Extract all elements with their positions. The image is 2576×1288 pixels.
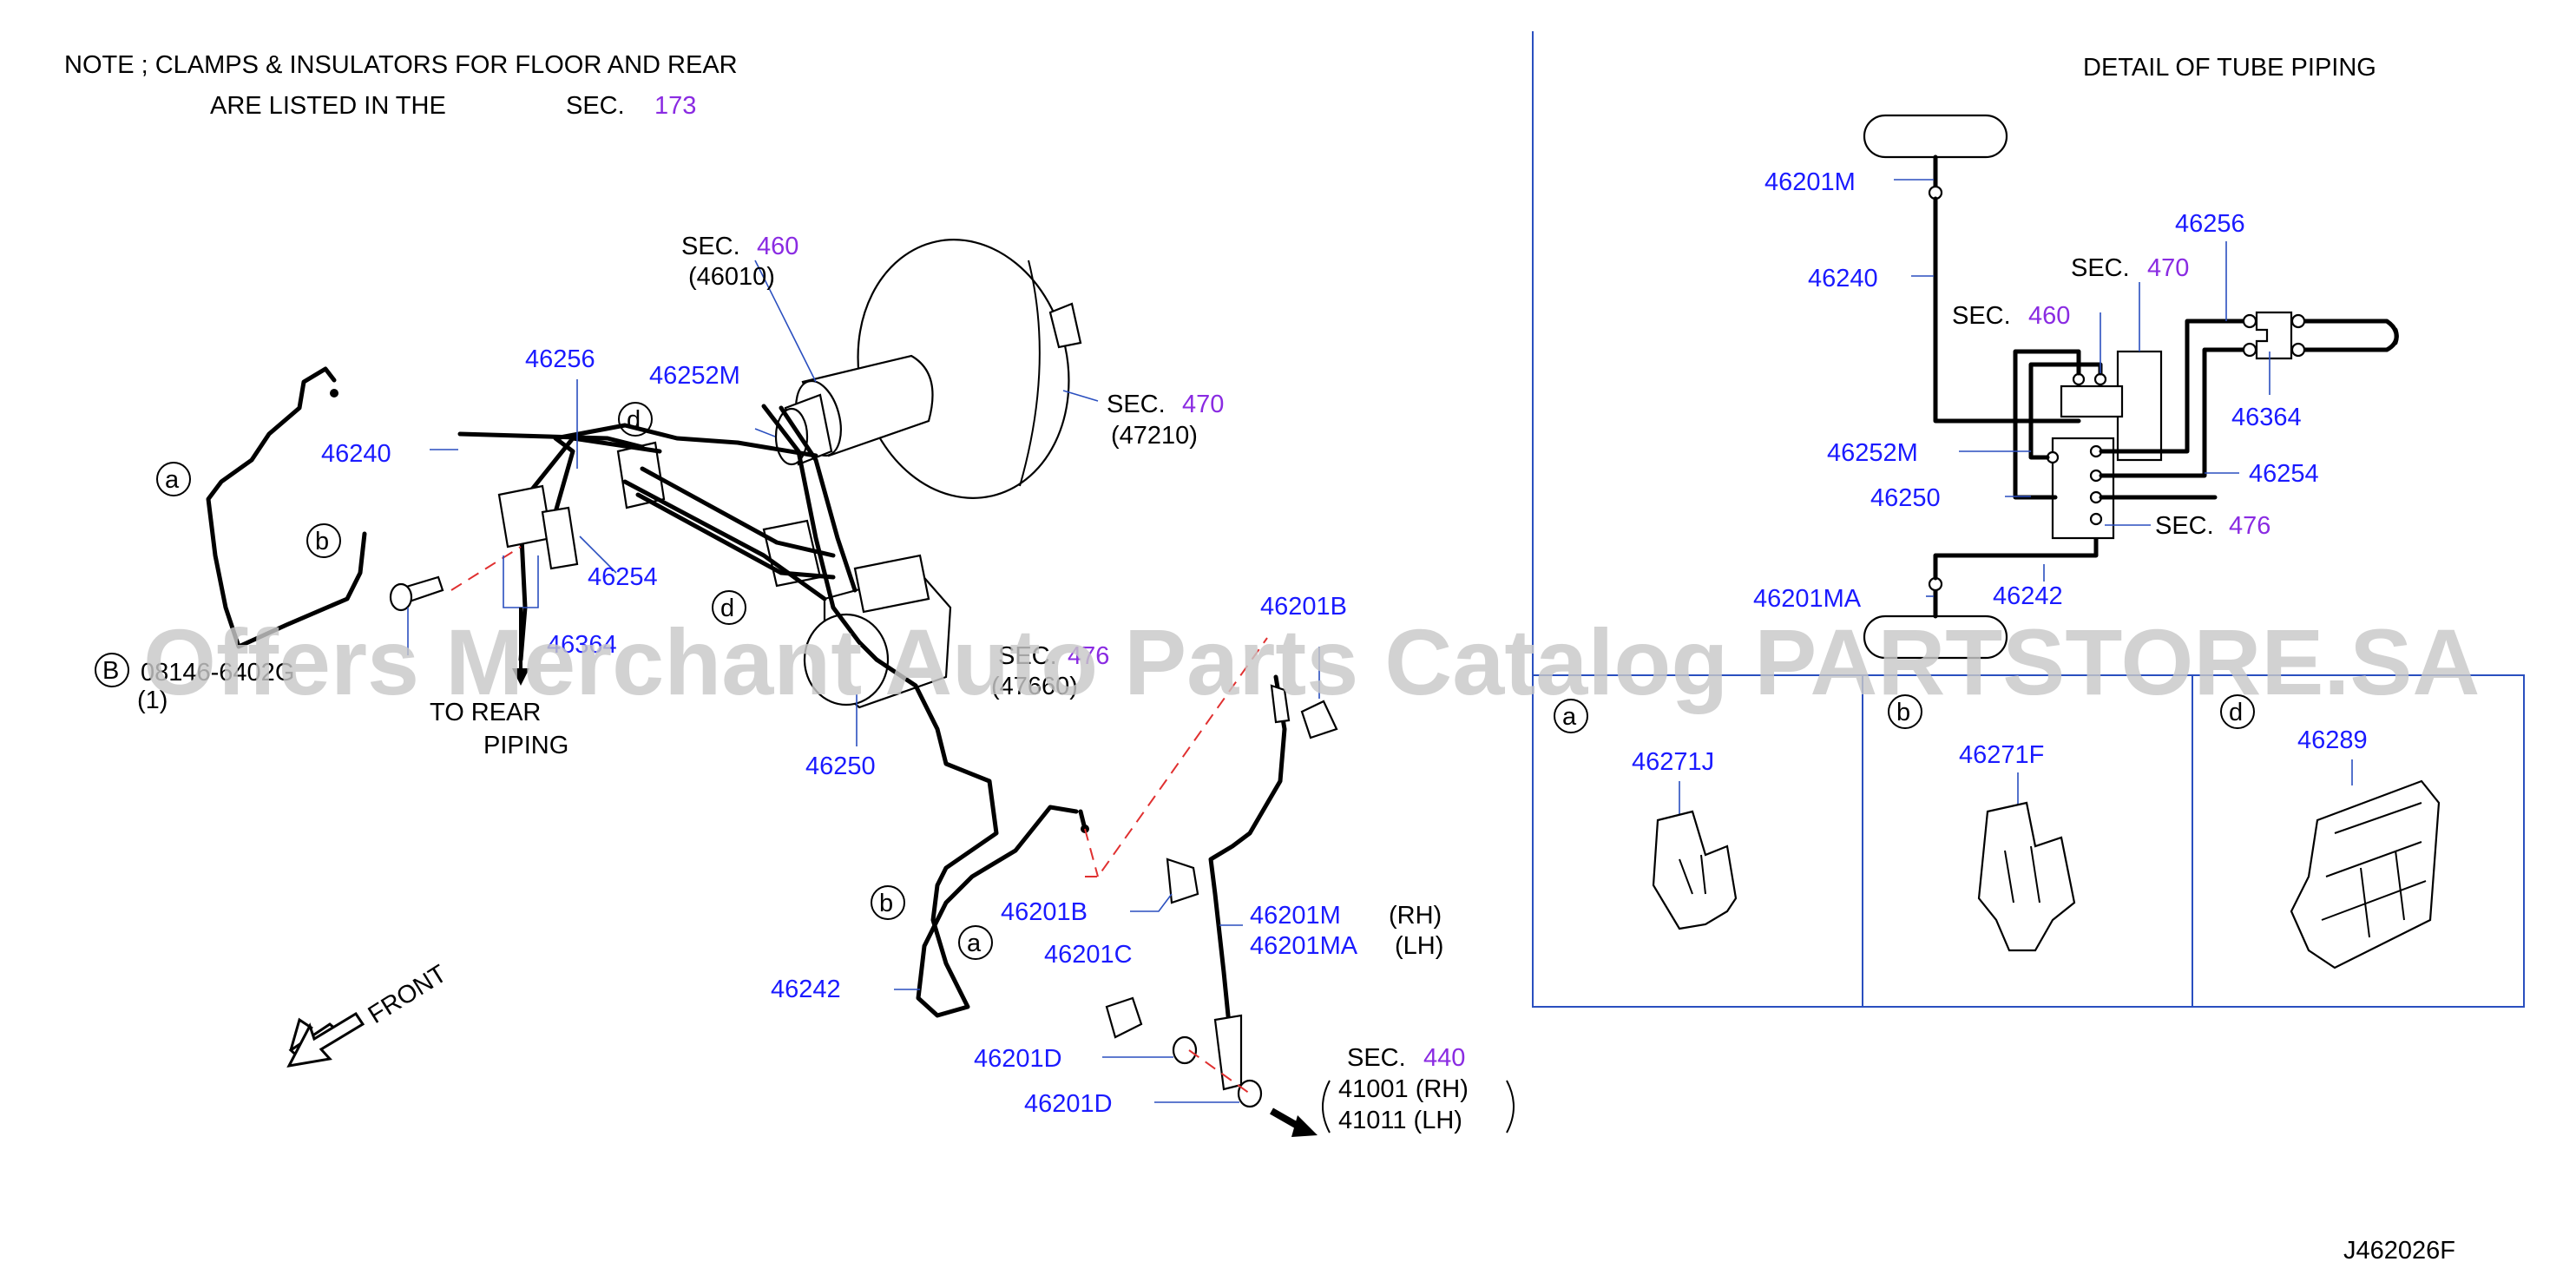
drawing-code: J462026F	[2343, 1237, 2455, 1265]
sec470-sub: (47210)	[1111, 422, 1198, 450]
detail-sec460-number[interactable]: 460	[2028, 302, 2070, 330]
sec460-number[interactable]: 460	[757, 233, 798, 260]
part-46252M[interactable]: 46252M	[649, 362, 740, 390]
clip-box-d-letter: d	[2229, 699, 2243, 726]
clip-letter-b-2: b	[879, 890, 893, 917]
detail-part-46250[interactable]: 46250	[1870, 484, 1941, 512]
detail-part-46364[interactable]: 46364	[2231, 404, 2302, 431]
detail-sec476-label: SEC.	[2155, 512, 2214, 540]
part-46240[interactable]: 46240	[321, 440, 391, 468]
sec470-label: SEC.	[1107, 391, 1166, 418]
clip-letter-d-1: d	[627, 406, 641, 434]
abs-actuator-illustration	[616, 441, 952, 709]
clip-callouts: a b d d b a B	[95, 402, 993, 960]
part-46201D-lower[interactable]: 46201D	[1024, 1090, 1113, 1118]
sec476-number[interactable]: 476	[1068, 642, 1109, 670]
lh-label: (LH)	[1395, 932, 1443, 960]
sec440-number[interactable]: 440	[1423, 1044, 1465, 1072]
dashed-reference-lines	[450, 546, 1268, 1094]
detail-master-cylinder	[2116, 350, 2163, 462]
clip-letter-d-2: d	[720, 595, 734, 622]
sec440-label: SEC.	[1347, 1044, 1406, 1072]
clip-panel: a 46271J b 46271F d 46289	[1532, 674, 2525, 1008]
sec476-label: SEC.	[998, 642, 1057, 670]
main-brake-tubes	[206, 366, 1287, 1070]
clip-box-b: b 46271F	[1888, 694, 2076, 952]
note-block: NOTE ; CLAMPS & INSULATORS FOR FLOOR AND…	[64, 51, 738, 120]
rh-label: (RH)	[1389, 902, 1442, 930]
clip-box-a-letter: a	[1562, 703, 1577, 731]
bolt-illustration	[389, 575, 444, 612]
bolt-ref-letter: B	[102, 657, 119, 685]
brake-hose-illustration	[1105, 684, 1338, 1108]
part-46201M[interactable]: 46201M	[1250, 902, 1341, 930]
part-46201B-upper[interactable]: 46201B	[1260, 593, 1347, 621]
note-line-2: ARE LISTED IN THE	[210, 92, 446, 120]
detail-part-46201MA[interactable]: 46201MA	[1753, 585, 1862, 613]
clip-box-d: d 46289	[2220, 694, 2441, 969]
sec470-number[interactable]: 470	[1182, 391, 1224, 418]
watermark: Offers Merchant Auto Parts Catalog PARTS…	[143, 609, 2480, 714]
part-46201MA[interactable]: 46201MA	[1250, 932, 1358, 960]
clip-46271F-illustration	[1977, 801, 2076, 952]
detail-part-46240[interactable]: 46240	[1808, 265, 1878, 292]
detail-part-46242[interactable]: 46242	[1993, 582, 2063, 610]
clip-46271J[interactable]: 46271J	[1632, 748, 1714, 776]
detail-part-46252M[interactable]: 46252M	[1827, 439, 1918, 467]
part-46242[interactable]: 46242	[771, 976, 841, 1003]
clip-46289[interactable]: 46289	[2297, 726, 2368, 754]
to-rear-line-1: TO REAR	[430, 699, 541, 726]
note-line-1: NOTE ; CLAMPS & INSULATORS FOR FLOOR AND…	[64, 51, 738, 79]
bolt-part-number[interactable]: 08146-6402G	[141, 659, 294, 687]
connector-illustration	[497, 484, 579, 570]
note-sec-label: SEC.	[566, 92, 625, 120]
part-46254[interactable]: 46254	[588, 563, 658, 591]
note-sec-number[interactable]: 173	[654, 92, 696, 120]
detail-part-46254[interactable]: 46254	[2249, 460, 2319, 488]
detail-panel: DETAIL OF TUBE PIPING	[1532, 31, 2399, 675]
part-46201C[interactable]: 46201C	[1044, 941, 1133, 969]
clip-46271F[interactable]: 46271F	[1959, 741, 2044, 769]
clip-letter-a-2: a	[967, 930, 982, 957]
sec440-rh: 41001 (RH)	[1338, 1075, 1469, 1103]
sec460-sub: (46010)	[688, 263, 775, 291]
detail-sec460-label: SEC.	[1952, 302, 2011, 330]
clip-box-a: a 46271J	[1554, 699, 1738, 930]
detail-actuator	[2051, 437, 2115, 540]
detail-upper-tank	[1863, 114, 2008, 159]
bolt-qty: (1)	[137, 687, 168, 714]
part-46364[interactable]: 46364	[547, 631, 617, 659]
sec476-sub: (47660)	[991, 673, 1078, 700]
to-rear-line-2: PIPING	[483, 732, 568, 759]
clip-letter-b-1: b	[315, 528, 329, 555]
detail-part-46201M[interactable]: 46201M	[1764, 168, 1856, 196]
part-46201D-upper[interactable]: 46201D	[974, 1045, 1062, 1073]
detail-sec476-number[interactable]: 476	[2229, 512, 2270, 540]
main-labels: SEC. 460 (46010) 46256 46252M 46240 4625…	[137, 233, 1515, 1134]
detail-sec470-number[interactable]: 470	[2147, 254, 2189, 282]
clip-46271J-illustration	[1652, 810, 1738, 930]
clip-46289-illustration	[2290, 779, 2441, 969]
part-46256[interactable]: 46256	[525, 345, 595, 373]
detail-sec470-label: SEC.	[2071, 254, 2130, 282]
detail-title: DETAIL OF TUBE PIPING	[2083, 54, 2376, 82]
front-indicator: FRONT	[286, 960, 452, 1068]
brake-booster-illustration	[774, 239, 1082, 499]
sec440-lh: 41011 (LH)	[1338, 1107, 1462, 1134]
part-46201B-lower[interactable]: 46201B	[1001, 898, 1088, 926]
detail-part-46256[interactable]: 46256	[2175, 210, 2245, 238]
front-label: FRONT	[364, 960, 452, 1029]
front-arrow-icon	[286, 1011, 365, 1068]
clip-letter-a-1: a	[165, 466, 180, 494]
detail-3way-connector	[2255, 311, 2293, 360]
arrows	[512, 608, 1318, 1137]
part-46250[interactable]: 46250	[805, 752, 876, 780]
clip-box-b-letter: b	[1896, 699, 1910, 726]
sec460-label: SEC.	[681, 233, 740, 260]
